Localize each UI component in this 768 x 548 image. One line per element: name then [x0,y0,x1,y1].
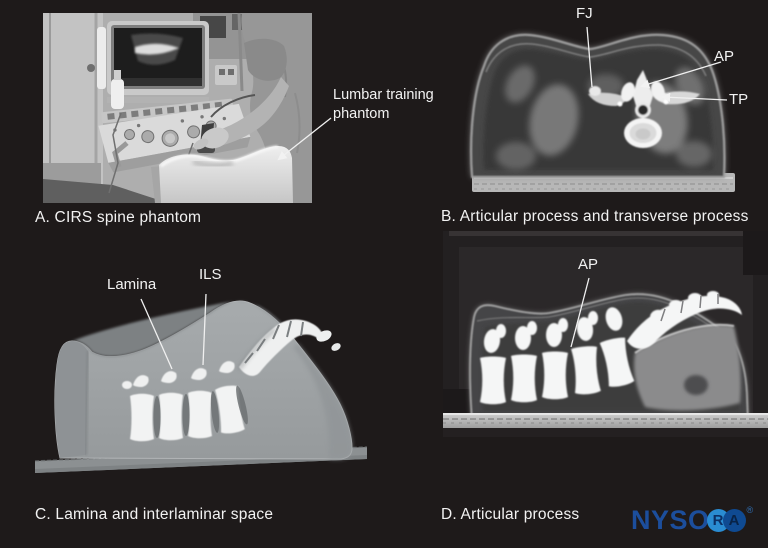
ap-d-label: AP [578,256,599,273]
ils-label: ILS [199,266,222,283]
panel-d-sagittal-ct [443,231,768,437]
panel-b-axial-ct [470,33,735,192]
sacral-band [627,295,742,349]
lumbar-phantom-box [159,145,293,203]
vertebrae-sagittal [480,291,742,405]
arm [210,77,289,147]
lumbar-phantom-label: Lumbar training phantom [333,87,434,122]
hand [201,127,229,149]
render-left-fin [54,341,88,458]
caption-panel-b: B. Articular process and transverse proc… [441,208,749,225]
skin-line [476,297,730,342]
bone-cracks [660,294,719,322]
hand-and-probe [193,94,256,153]
spinous-process [633,70,653,112]
tp-label: TP [729,91,749,108]
door-knob [87,64,95,72]
registered-trademark-icon: ® [746,505,754,515]
caption-panel-c: C. Lamina and interlaminar space [35,506,274,523]
caption-panel-d: D. Articular process [441,506,580,523]
panel-a-photo [43,13,312,203]
gel-bottle [111,79,124,109]
lamina-row [122,361,235,389]
scan-base-slab [443,413,768,437]
logo-word-nyso: NYSO [631,504,710,535]
embedded-spine [122,319,341,442]
nysora-logo: NYSO R A ® [631,502,753,538]
disc-gaps [153,385,248,438]
caption-panel-a: A. CIRS spine phantom [35,209,202,226]
sacrum-mass [634,323,741,411]
ap-b-label: AP [714,48,735,65]
panel-c-3d-render [34,300,368,473]
logo-circle-a: A [722,508,746,532]
spinal-canal [638,105,648,115]
lamina-label: Lamina [107,276,157,293]
fj-label: FJ [576,5,593,22]
ultrasound-machine [97,21,251,203]
articular-process-left [621,82,635,102]
floor [43,179,168,203]
